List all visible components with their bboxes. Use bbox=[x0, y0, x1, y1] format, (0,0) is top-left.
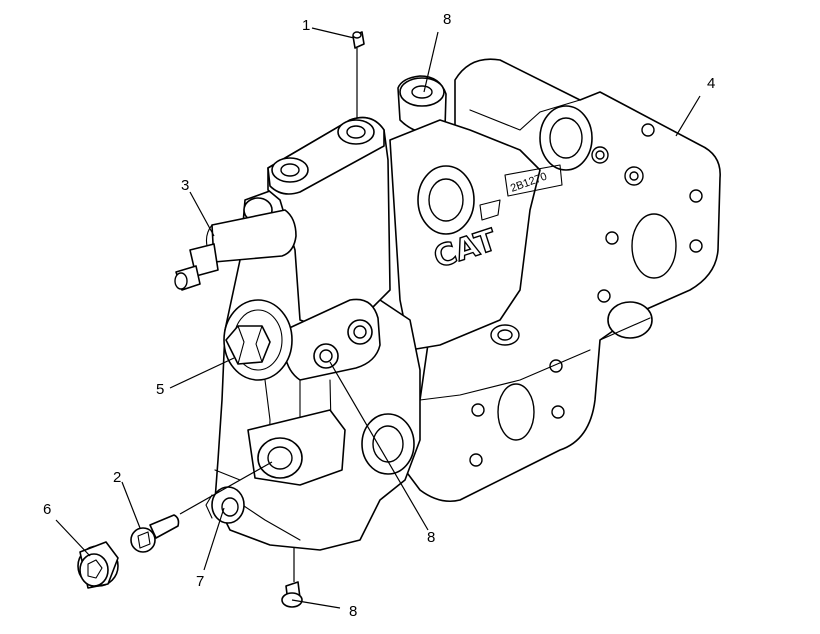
leader-6 bbox=[55, 519, 91, 557]
callout-4: 4 bbox=[707, 75, 715, 92]
callout-8-bottom: 8 bbox=[349, 603, 357, 620]
leader-lines bbox=[55, 27, 701, 609]
screw bbox=[130, 514, 180, 553]
callout-8-top: 8 bbox=[443, 11, 451, 28]
spool-adjuster bbox=[174, 209, 297, 291]
callout-5: 5 bbox=[156, 381, 164, 398]
leader-4 bbox=[675, 95, 701, 137]
bottom-plug bbox=[281, 581, 303, 608]
callout-7: 7 bbox=[196, 573, 204, 590]
callout-1: 1 bbox=[302, 17, 310, 34]
leader-5 bbox=[169, 357, 235, 389]
leader-8-top bbox=[423, 31, 439, 93]
leader-8-bottom-label bbox=[291, 599, 341, 609]
plug bbox=[77, 541, 119, 589]
callout-labels: 1 8 4 3 5 2 6 7 8 8 bbox=[43, 11, 715, 620]
hex-plug-assembly bbox=[223, 299, 293, 381]
leader-1 bbox=[311, 27, 355, 39]
lower-port-boss bbox=[247, 409, 346, 486]
middle-section: 2B1270 CAT bbox=[389, 119, 563, 351]
top-cap bbox=[267, 116, 391, 331]
leader-2 bbox=[121, 481, 141, 529]
leader-8-side bbox=[329, 361, 429, 531]
callout-2: 2 bbox=[113, 469, 121, 486]
leader-2-axis bbox=[179, 461, 273, 515]
callout-6: 6 bbox=[43, 501, 51, 518]
callout-8-side: 8 bbox=[427, 529, 435, 546]
roll-pin bbox=[352, 31, 365, 49]
leader-7 bbox=[203, 507, 225, 571]
leader-3 bbox=[189, 191, 215, 237]
lower-fitting bbox=[205, 486, 245, 524]
callout-3: 3 bbox=[181, 177, 189, 194]
middle-clamp-block bbox=[284, 298, 381, 381]
